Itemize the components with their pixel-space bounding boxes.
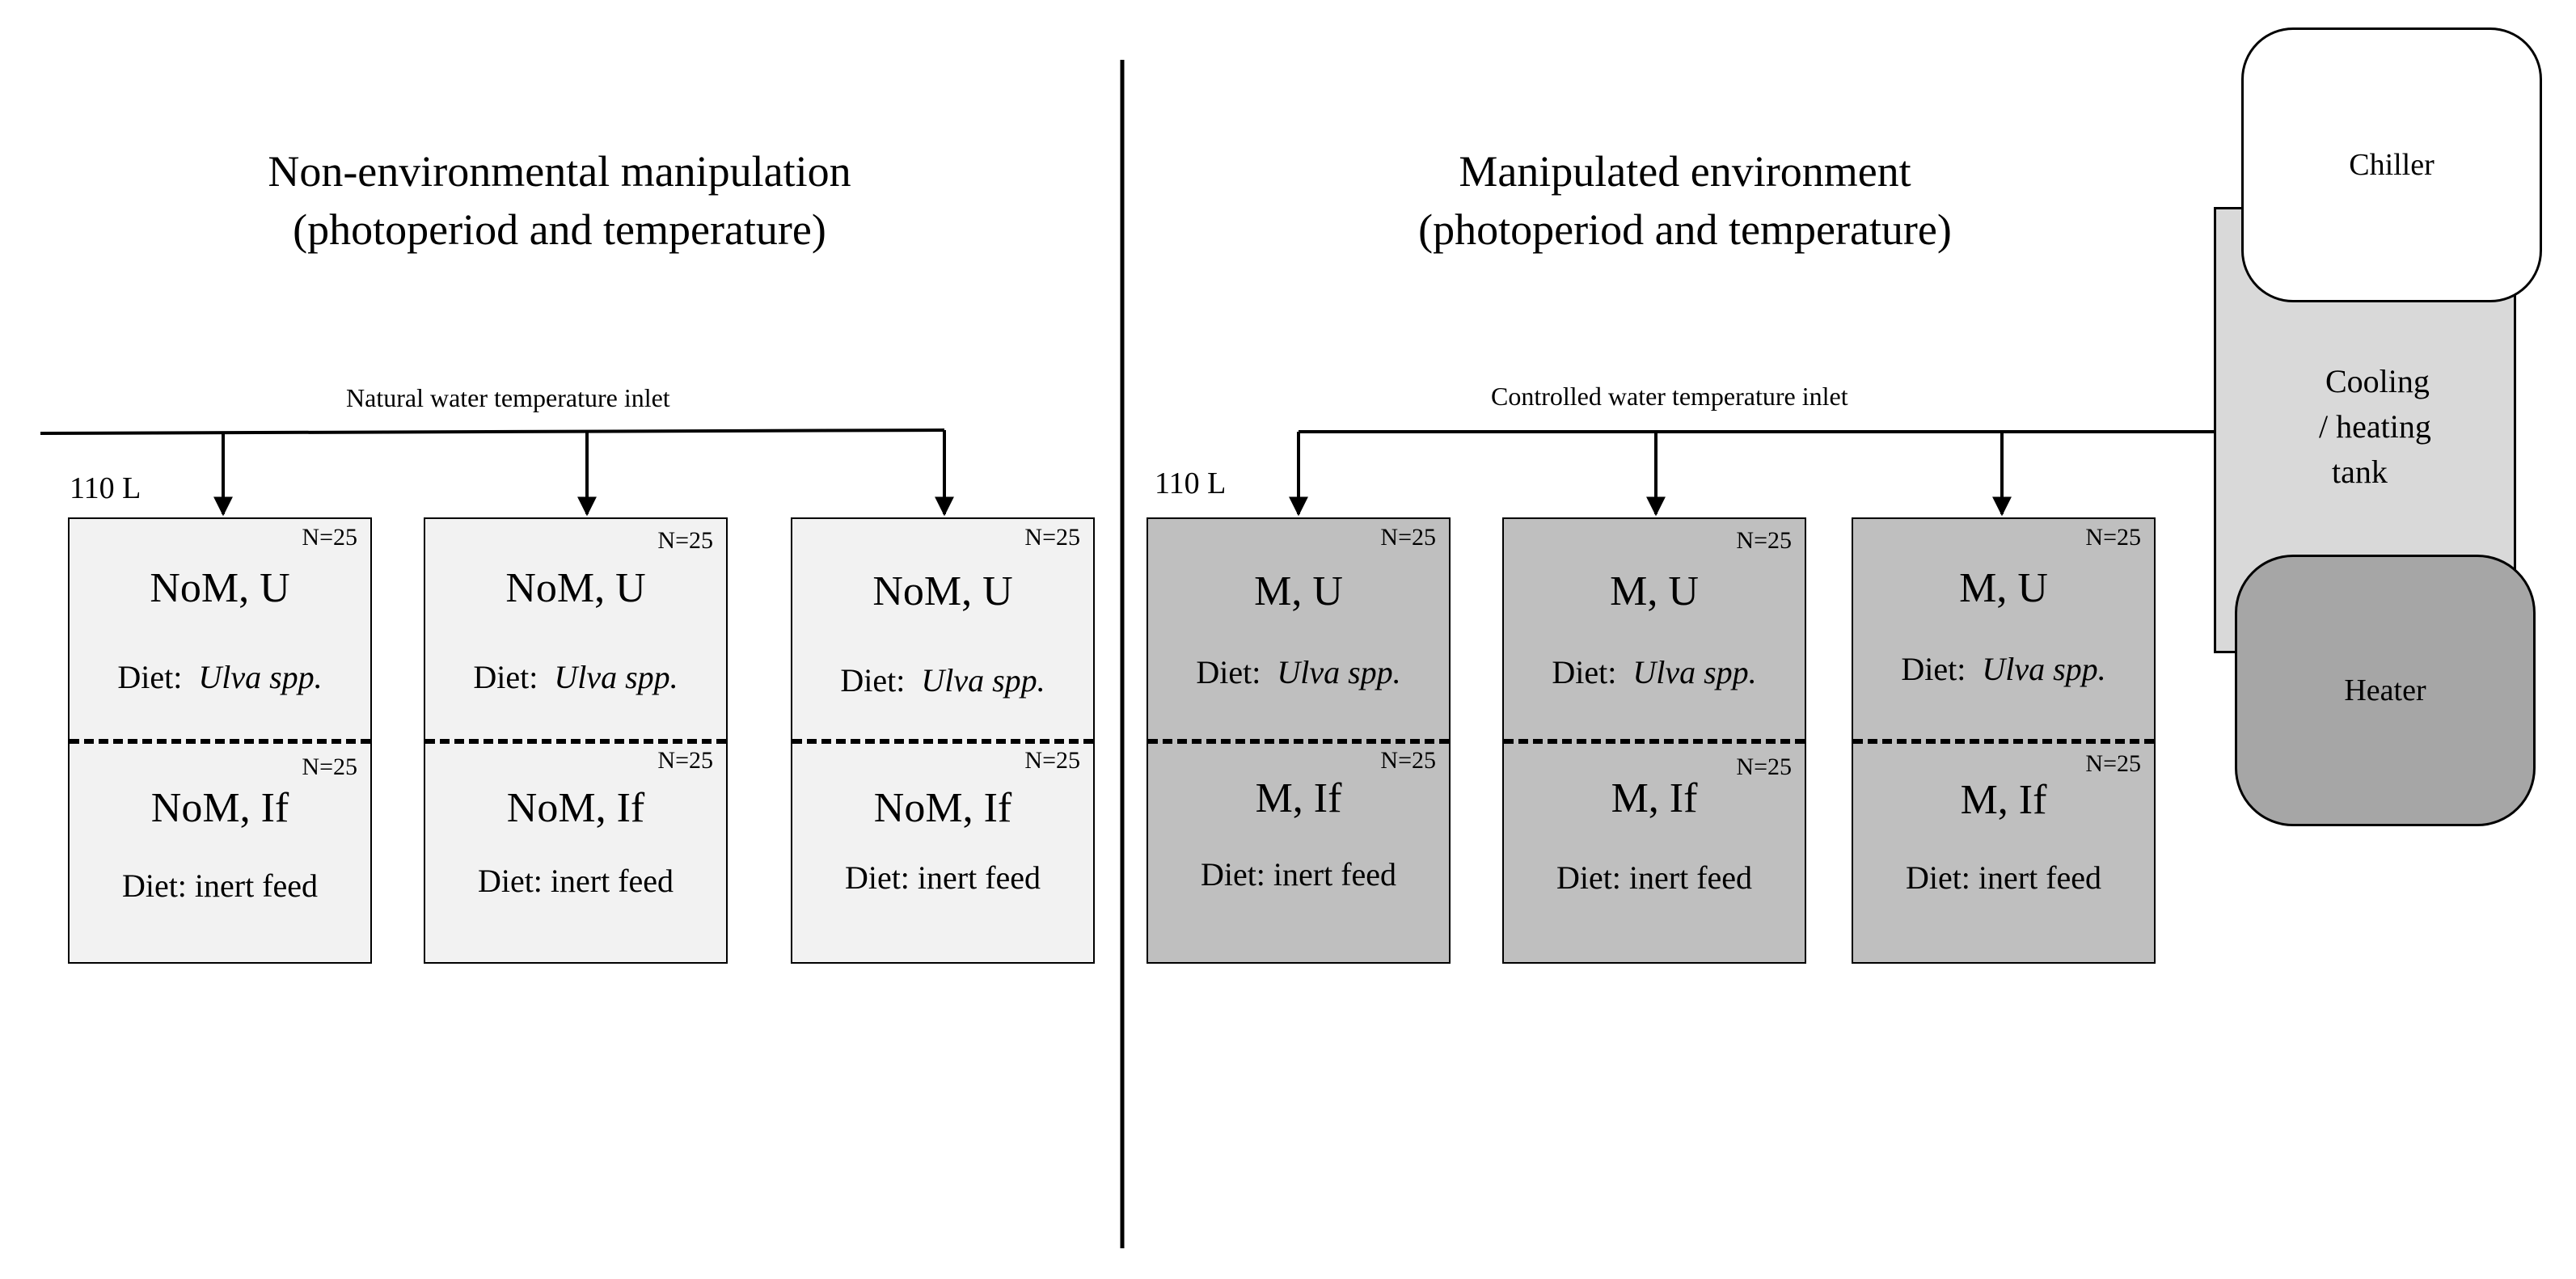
left-section-title: Non-environmental manipulation (photoper… — [244, 142, 875, 259]
tank-lower-diet: Diet: inert feed — [121, 867, 319, 904]
tank-lower-diet: Diet: inert feed — [1905, 859, 2102, 896]
tank-upper-diet: Diet: Ulva spp. — [473, 659, 678, 695]
heater: Heater — [2235, 555, 2536, 826]
tank-compartment-divider — [1853, 739, 2154, 744]
natural-inlet-pipe — [40, 428, 945, 435]
right-title-line1: Manipulated environment — [1459, 147, 1911, 196]
tank-lower-group: NoM, If — [873, 785, 1012, 831]
tank-compartment-divider — [1148, 739, 1449, 744]
tank-upper-group: NoM, U — [505, 565, 646, 611]
heater-label: Heater — [2344, 673, 2426, 707]
tank-upper-group: NoM, U — [150, 565, 290, 611]
left-title-line1: Non-environmental manipulation — [268, 147, 851, 196]
tank-upper-diet: Diet: Ulva spp. — [117, 659, 323, 695]
tank-controlled-2: N=25 M, U Diet: Ulva spp. N=25 M, If Die… — [1502, 517, 1806, 964]
natural-inlet-label: Natural water temperature inlet — [346, 383, 670, 412]
tank-lower-n: N=25 — [302, 753, 357, 780]
tank-lower-group: NoM, If — [506, 785, 645, 831]
chiller: Chiller — [2241, 27, 2542, 302]
right-title-line2: (photoperiod and temperature) — [1418, 205, 1952, 254]
tank-compartment-divider — [1504, 739, 1805, 744]
tank-natural-2: N=25 NoM, U Diet: Ulva spp. N=25 NoM, If… — [424, 517, 728, 964]
tank-lower-group: M, If — [1255, 775, 1342, 821]
tank-upper-n: N=25 — [657, 527, 713, 554]
tank-controlled-3: N=25 M, U Diet: Ulva spp. N=25 M, If Die… — [1852, 517, 2156, 964]
tank-lower-group: NoM, If — [150, 785, 289, 831]
chiller-label: Chiller — [2349, 148, 2435, 182]
tank-lower-n: N=25 — [1024, 747, 1080, 774]
tank-upper-n: N=25 — [1736, 527, 1792, 554]
tank-upper-group: M, U — [1254, 568, 1343, 614]
tank-upper-n: N=25 — [2085, 524, 2141, 551]
tank-upper-diet: Diet: Ulva spp. — [840, 662, 1045, 699]
tank-lower-diet: Diet: inert feed — [477, 863, 674, 899]
tank-lower-diet: Diet: inert feed — [844, 859, 1041, 896]
tank-upper-n: N=25 — [1024, 524, 1080, 551]
tank-lower-n: N=25 — [657, 747, 713, 774]
tank-compartment-divider — [792, 739, 1093, 744]
cooling-heating-tank-label: Cooling / heating tank — [2319, 363, 2431, 490]
tank-natural-3: N=25 NoM, U Diet: Ulva spp. N=25 NoM, If… — [791, 517, 1095, 964]
tank-upper-group: M, U — [1959, 565, 2048, 611]
right-section-title: Manipulated environment (photoperiod and… — [1370, 142, 2000, 259]
tank-lower-n: N=25 — [2085, 750, 2141, 777]
tank-upper-group: M, U — [1610, 568, 1699, 614]
tank-compartment-divider — [425, 739, 726, 744]
tank-upper-diet: Diet: Ulva spp. — [1901, 651, 2106, 687]
tank-upper-n: N=25 — [302, 524, 357, 551]
tank-upper-diet: Diet: Ulva spp. — [1196, 654, 1401, 690]
tank-lower-n: N=25 — [1380, 747, 1436, 774]
tank-upper-n: N=25 — [1380, 524, 1436, 551]
tank-lower-group: M, If — [1960, 777, 2047, 823]
tank-compartment-divider — [70, 739, 370, 744]
tank-lower-group: M, If — [1611, 775, 1698, 821]
left-volume-label: 110 L — [70, 471, 141, 505]
right-volume-label: 110 L — [1155, 466, 1227, 500]
tank-upper-group: NoM, U — [872, 568, 1013, 614]
tank-controlled-1: N=25 M, U Diet: Ulva spp. N=25 M, If Die… — [1147, 517, 1451, 964]
controlled-inlet-label: Controlled water temperature inlet — [1491, 382, 1848, 411]
tank-lower-n: N=25 — [1736, 753, 1792, 780]
left-title-line2: (photoperiod and temperature) — [293, 205, 826, 254]
tank-natural-1: N=25 NoM, U Diet: Ulva spp. N=25 NoM, If… — [68, 517, 372, 964]
tank-lower-diet: Diet: inert feed — [1556, 859, 1753, 896]
tank-upper-diet: Diet: Ulva spp. — [1552, 654, 1757, 690]
tank-lower-diet: Diet: inert feed — [1200, 856, 1397, 893]
